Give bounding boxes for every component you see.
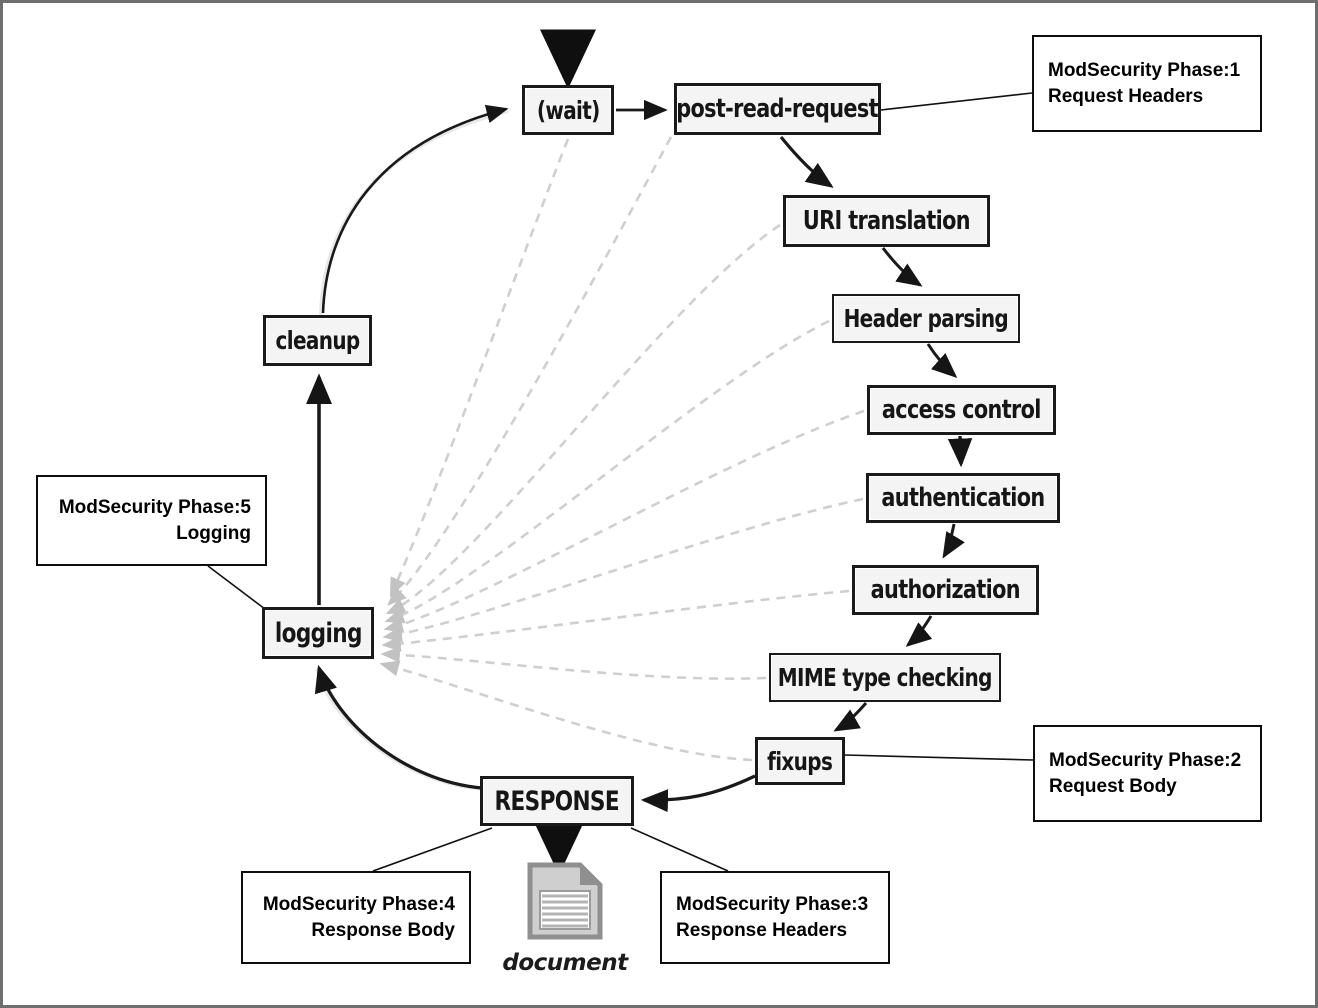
callout-phase4-line1: ModSecurity Phase:4 xyxy=(262,893,455,915)
callout-phase1-line1: ModSecurity Phase:1 xyxy=(1048,59,1241,81)
flow-edges xyxy=(306,29,973,875)
callout-phase5-line1: ModSecurity Phase:5 xyxy=(58,496,251,518)
dashed-edge-mime-logging xyxy=(380,646,767,680)
node-post-read-request-label: post-read-request xyxy=(676,94,879,124)
edge-authn-authz xyxy=(942,523,965,559)
node-uri-translation-label: URI translation xyxy=(802,206,971,236)
dashed-edge-authn-logging xyxy=(382,497,864,643)
edge-fixups-response xyxy=(640,774,756,813)
document-output: document xyxy=(500,861,630,976)
callout-phase2: ModSecurity Phase:2 Request Body xyxy=(1033,725,1262,822)
node-wait-label: (wait) xyxy=(536,95,600,125)
callout-phase4: ModSecurity Phase:4 Response Body xyxy=(241,871,471,964)
dashed-edge-access-logging xyxy=(383,409,865,633)
dashed-edge-header-logging xyxy=(384,319,830,624)
dashed-edge-wait-logging xyxy=(389,138,570,598)
diagram-edges-layer xyxy=(207,29,1034,875)
dashed-edge-fixups-logging xyxy=(379,660,753,762)
edge-uri-header xyxy=(881,247,923,287)
callout-phase2-line1: ModSecurity Phase:2 xyxy=(1049,749,1242,771)
node-fixups-label: fixups xyxy=(767,746,833,776)
document-icon xyxy=(527,862,603,940)
node-response-label: RESPONSE xyxy=(494,785,620,817)
dashed-edge-authz-logging xyxy=(381,589,850,652)
callout-phase3-line2: Response Headers xyxy=(676,919,848,941)
edge-authz-mime xyxy=(905,615,933,647)
edge-access-authn xyxy=(947,435,973,468)
node-post-read-request[interactable]: post-read-request xyxy=(674,83,881,135)
callout-phase5-line2: Logging xyxy=(176,522,251,544)
node-access-control-label: access control xyxy=(882,395,1042,425)
callout-phase3-line1: ModSecurity Phase:3 xyxy=(676,893,869,915)
leader-phase2-fixups xyxy=(844,754,1034,761)
node-header-parsing[interactable]: Header parsing xyxy=(832,294,1020,343)
leader-phase4-response xyxy=(372,827,493,872)
node-cleanup[interactable]: cleanup xyxy=(263,315,372,366)
node-authorization-label: authorization xyxy=(870,575,1021,605)
node-response[interactable]: RESPONSE xyxy=(480,776,634,826)
edge-postread-uri xyxy=(779,135,834,188)
callout-phase2-line2: Request Body xyxy=(1049,775,1177,797)
callout-phase1-line2: Request Headers xyxy=(1048,85,1204,107)
node-mime-type-checking-label: MIME type checking xyxy=(777,663,993,692)
edge-header-access xyxy=(926,343,958,378)
callout-leader-lines xyxy=(207,92,1034,872)
node-mime-type-checking[interactable]: MIME type checking xyxy=(769,653,1001,702)
edge-mime-fixups xyxy=(833,702,868,732)
node-authentication[interactable]: authentication xyxy=(866,473,1060,523)
node-access-control[interactable]: access control xyxy=(867,385,1056,435)
leader-phase3-response xyxy=(630,827,729,872)
dashed-edge-uri-logging xyxy=(385,223,781,615)
node-fixups[interactable]: fixups xyxy=(755,737,845,785)
node-cleanup-label: cleanup xyxy=(275,326,360,355)
callout-phase4-line2: Response Body xyxy=(311,919,455,941)
edge-cleanup-wait xyxy=(321,104,509,314)
leader-phase1-postread xyxy=(880,92,1033,111)
logging-dashed-edges xyxy=(379,136,865,762)
document-label: document xyxy=(502,950,628,976)
callout-phase1: ModSecurity Phase:1 Request Headers xyxy=(1032,35,1262,132)
callout-phase3: ModSecurity Phase:3 Response Headers xyxy=(660,871,890,964)
node-authorization[interactable]: authorization xyxy=(852,565,1039,615)
node-logging[interactable]: logging xyxy=(262,607,374,659)
leader-phase5-logging xyxy=(207,565,266,610)
edge-response-logging xyxy=(314,664,483,790)
dashed-edge-postread-logging xyxy=(387,136,673,606)
callout-phase5: ModSecurity Phase:5 Logging xyxy=(36,475,267,566)
node-header-parsing-label: Header parsing xyxy=(843,304,1009,333)
node-uri-translation[interactable]: URI translation xyxy=(783,195,990,247)
node-wait[interactable]: (wait) xyxy=(522,85,614,135)
node-logging-label: logging xyxy=(274,617,363,649)
node-authentication-label: authentication xyxy=(881,483,1045,513)
